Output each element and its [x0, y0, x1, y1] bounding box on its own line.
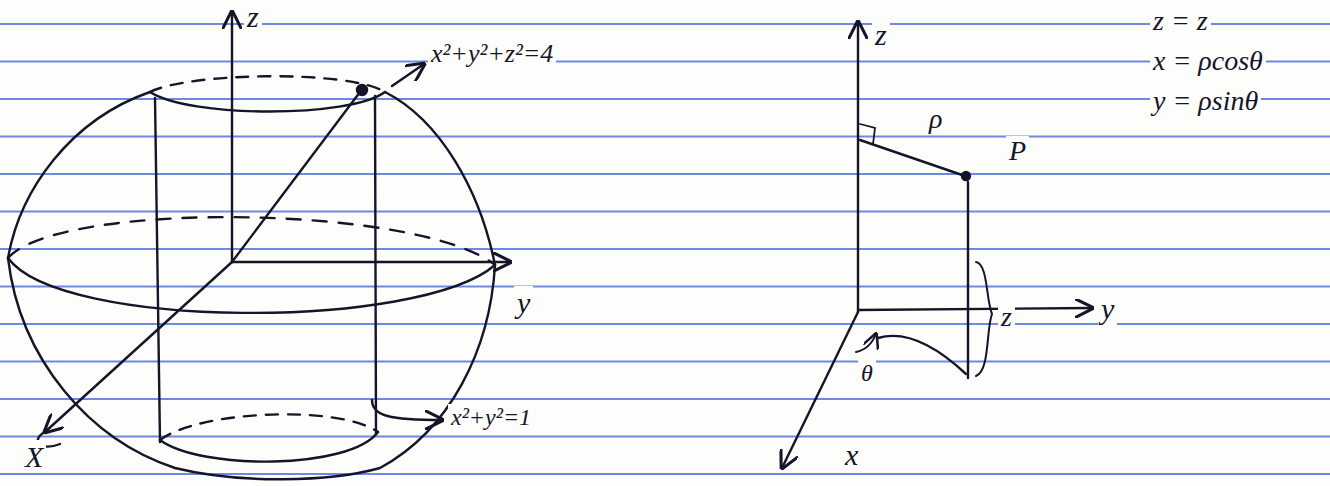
ruled-line: [0, 286, 1330, 288]
cylinder-bottom: [160, 432, 378, 462]
z-axis: [231, 12, 233, 262]
label: y: [1098, 292, 1117, 325]
ruled-line: [0, 136, 1330, 138]
rho-segment: [860, 140, 965, 176]
label: z: [872, 18, 890, 51]
y-axis: [232, 261, 510, 263]
ruled-line: [0, 23, 1330, 25]
label: x: [842, 438, 861, 471]
sphere-outline: [8, 92, 495, 479]
ruled-line: [0, 211, 1330, 213]
theta-arc: [856, 334, 876, 352]
label: z: [244, 0, 262, 33]
projection-curve: [878, 336, 966, 374]
ruled-line: [0, 61, 1330, 63]
label: x²+y²=1: [448, 404, 534, 430]
label: y = ρsinθ: [1150, 86, 1261, 117]
label: z: [998, 302, 1015, 333]
sphere-equator-back: [8, 217, 495, 265]
label: P: [1006, 136, 1029, 167]
ruled-line: [0, 173, 1330, 175]
label: X: [22, 440, 46, 473]
cylinder-wall: [155, 98, 160, 442]
radius-line: [232, 92, 360, 262]
point: [357, 85, 367, 95]
y-axis: [858, 308, 1092, 310]
cylinder-wall: [375, 96, 376, 434]
label: z = z: [1150, 6, 1211, 37]
ruled-line: [0, 436, 1330, 438]
ruled-line: [0, 98, 1330, 100]
height-bracket: [976, 262, 992, 376]
cylinder-bottom-back: [160, 414, 378, 440]
label: x = ρcosθ: [1150, 46, 1266, 77]
cylinder-top-back: [150, 76, 385, 92]
x-axis: [45, 262, 232, 432]
label: y: [514, 286, 533, 319]
cylinder-top: [150, 92, 385, 112]
label: x²+y²+z²=4: [428, 40, 556, 69]
ruled-line: [0, 361, 1330, 363]
z-axis: [857, 22, 859, 312]
leader-line: [372, 400, 442, 420]
sphere-equator: [8, 258, 495, 313]
ruled-line: [0, 248, 1330, 250]
label: θ: [858, 360, 876, 386]
right-angle-mark: [860, 124, 875, 144]
height-line: [967, 182, 969, 378]
point-p: [962, 172, 970, 180]
ruled-line: [0, 398, 1330, 400]
label: ρ: [926, 104, 945, 135]
leader-line: [392, 64, 424, 86]
ruled-line: [0, 323, 1330, 325]
